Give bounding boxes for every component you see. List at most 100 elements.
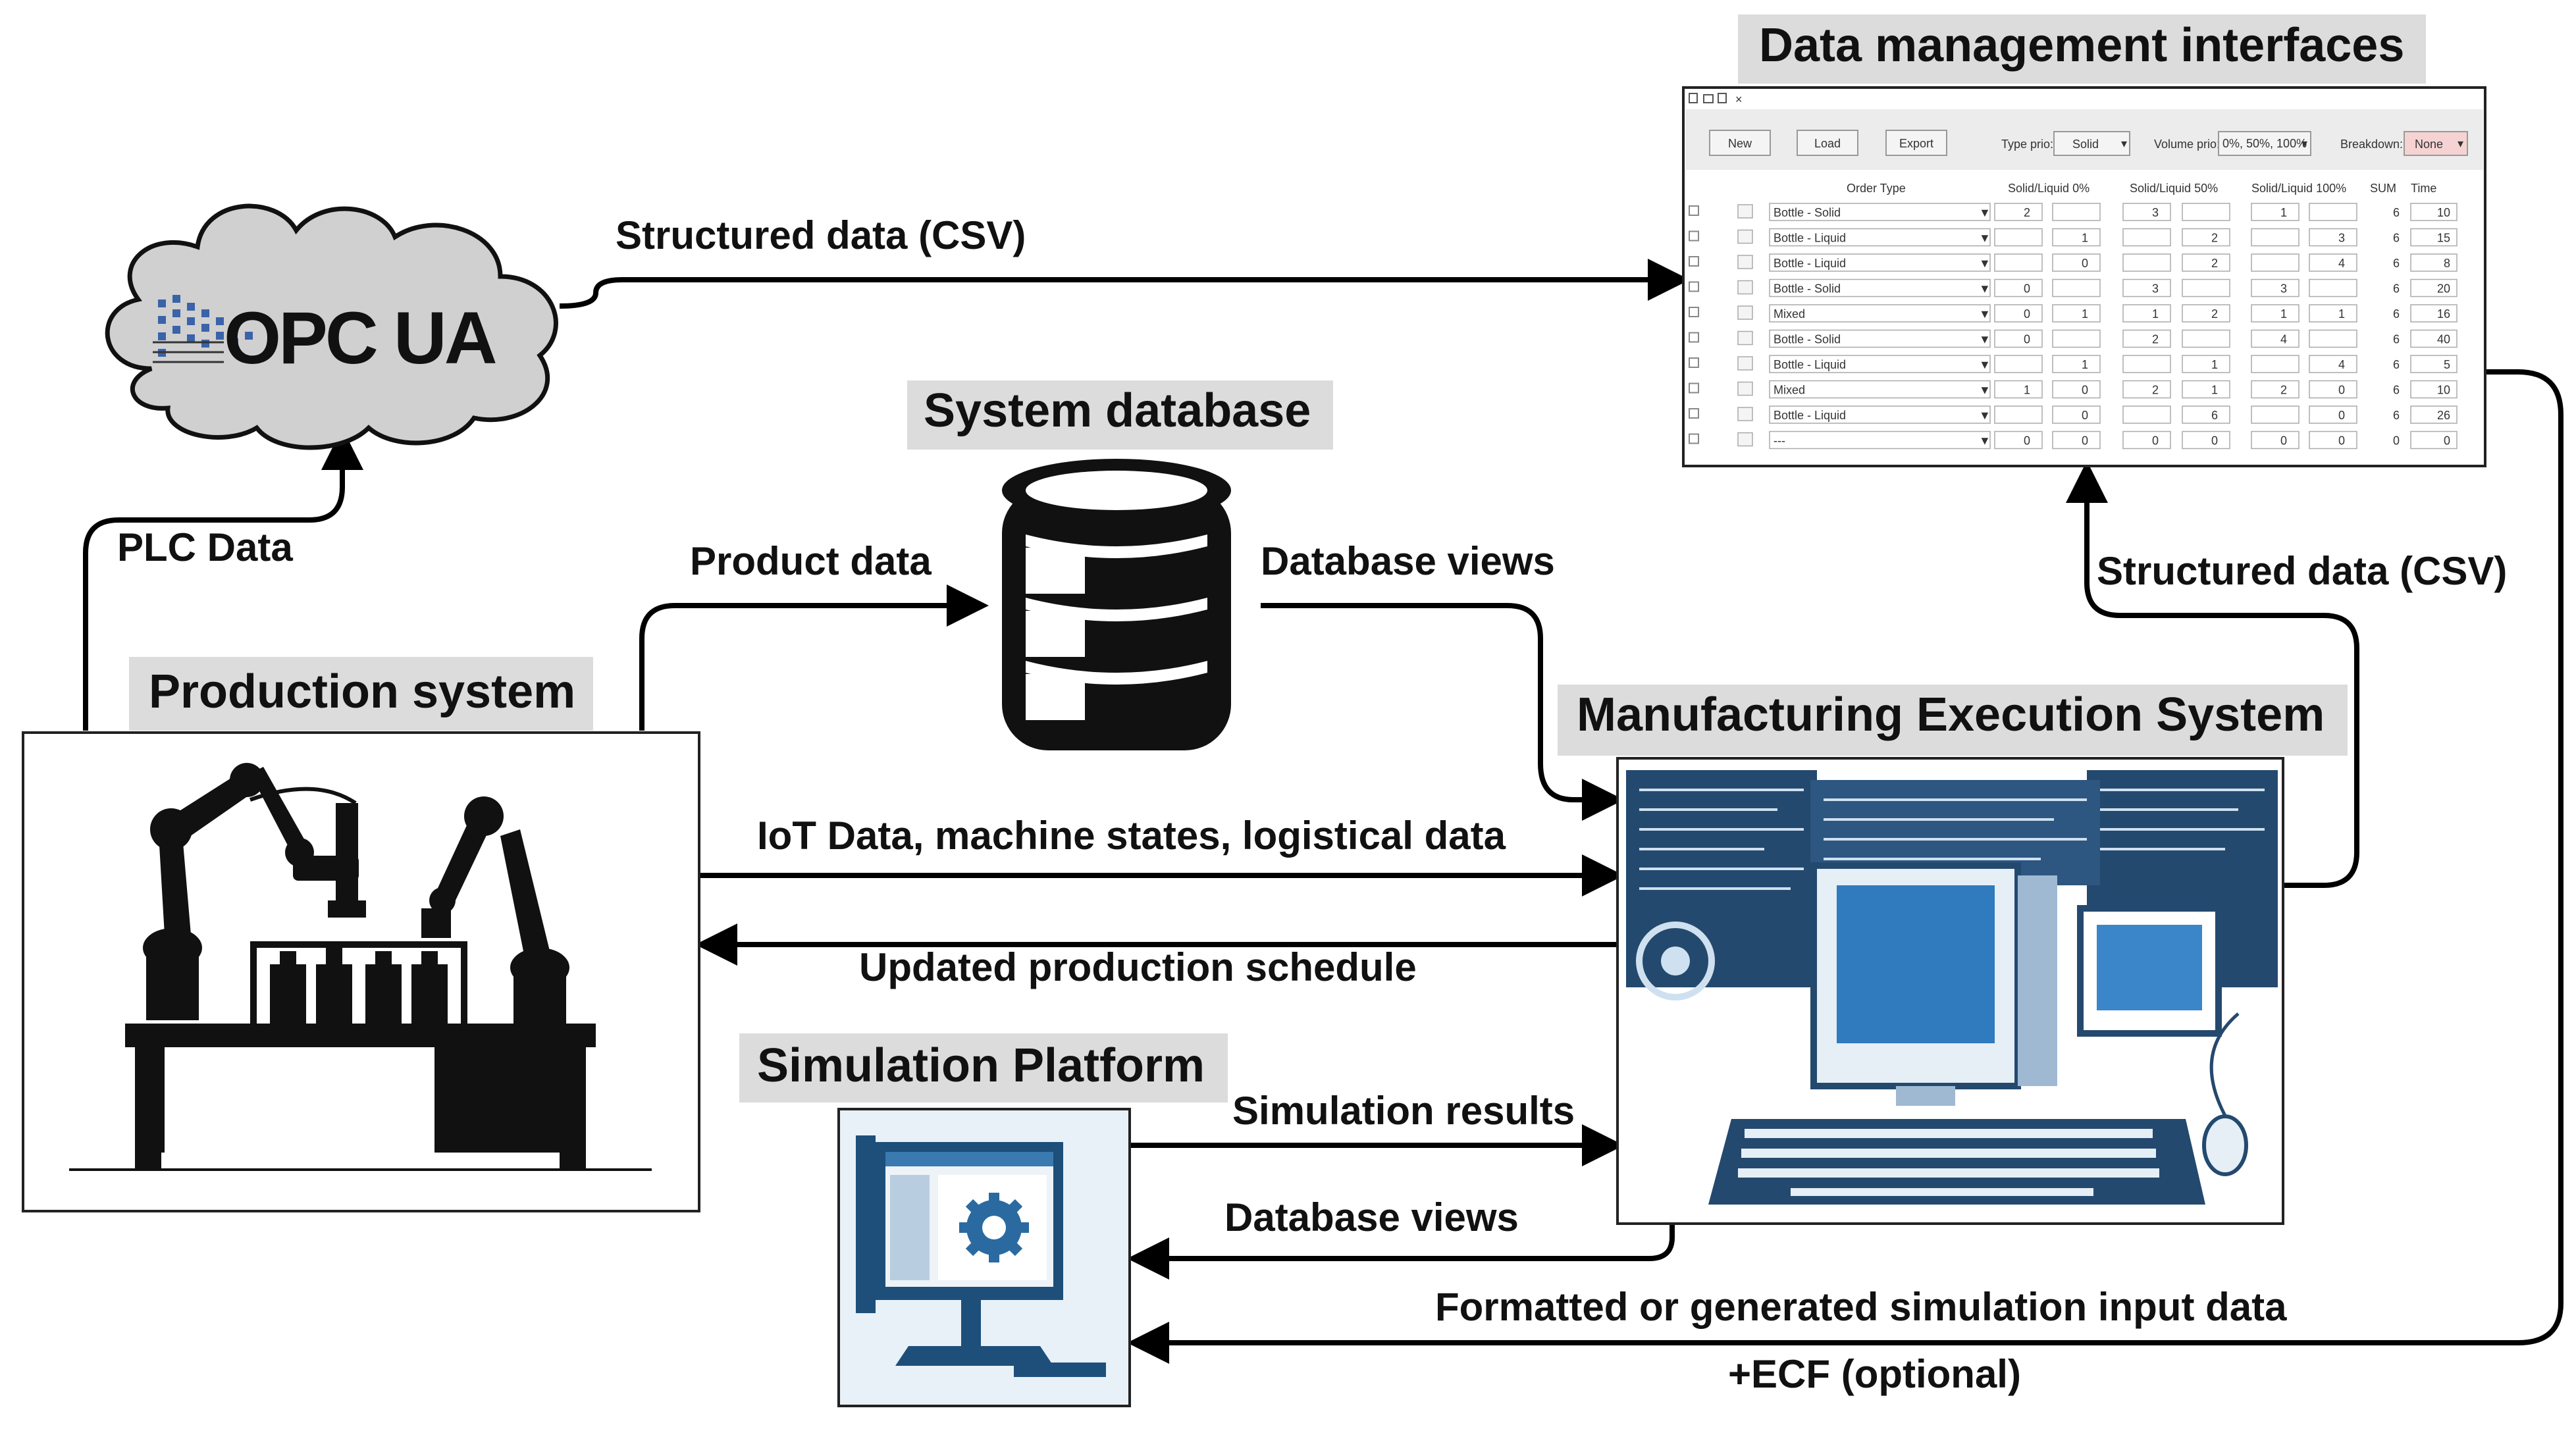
quantity-stepper[interactable] <box>2309 253 2357 272</box>
row-checkbox[interactable] <box>1689 230 1699 242</box>
time-field[interactable] <box>2410 329 2458 348</box>
time-field[interactable] <box>2410 430 2458 450</box>
time-field[interactable] <box>2410 278 2458 298</box>
time-field[interactable] <box>2410 355 2458 373</box>
quantity-stepper[interactable] <box>2052 228 2101 247</box>
quantity-stepper[interactable] <box>2052 405 2101 424</box>
row-checkbox[interactable] <box>1689 307 1699 317</box>
quantity-stepper[interactable] <box>2309 430 2357 450</box>
order-type-select[interactable] <box>1769 430 1991 450</box>
quantity-stepper[interactable] <box>2182 355 2230 373</box>
quantity-stepper[interactable] <box>2251 203 2300 221</box>
quantity-stepper[interactable] <box>2182 228 2230 247</box>
time-field[interactable] <box>2410 228 2458 247</box>
quantity-stepper[interactable] <box>2182 430 2230 450</box>
quantity-stepper[interactable] <box>1994 355 2043 373</box>
order-type-select[interactable] <box>1769 304 1991 323</box>
dm-breakdown-select[interactable] <box>2404 131 2468 156</box>
order-type-select[interactable] <box>1769 278 1991 298</box>
quantity-stepper[interactable] <box>2251 278 2300 298</box>
row-spinner[interactable] <box>1737 280 1753 295</box>
time-field[interactable] <box>2410 253 2458 272</box>
quantity-stepper[interactable] <box>2122 304 2171 323</box>
quantity-stepper[interactable] <box>2182 304 2230 323</box>
quantity-stepper[interactable] <box>2309 278 2357 298</box>
quantity-stepper[interactable] <box>2251 329 2300 348</box>
row-checkbox[interactable] <box>1689 357 1699 368</box>
quantity-stepper[interactable] <box>2052 329 2101 348</box>
order-type-select[interactable] <box>1769 405 1991 424</box>
quantity-stepper[interactable] <box>2182 380 2230 399</box>
quantity-stepper[interactable] <box>2182 253 2230 272</box>
quantity-stepper[interactable] <box>2052 355 2101 373</box>
quantity-stepper[interactable] <box>2309 405 2357 424</box>
quantity-stepper[interactable] <box>2122 430 2171 450</box>
row-spinner[interactable] <box>1737 356 1753 371</box>
row-spinner[interactable] <box>1737 305 1753 320</box>
quantity-stepper[interactable] <box>1994 380 2043 399</box>
quantity-stepper[interactable] <box>2052 253 2101 272</box>
quantity-stepper[interactable] <box>2122 203 2171 221</box>
row-spinner[interactable] <box>1737 381 1753 396</box>
quantity-stepper[interactable] <box>2052 430 2101 450</box>
row-checkbox[interactable] <box>1689 408 1699 419</box>
quantity-stepper[interactable] <box>2251 405 2300 424</box>
time-field[interactable] <box>2410 405 2458 424</box>
quantity-stepper[interactable] <box>2122 253 2171 272</box>
quantity-stepper[interactable] <box>2052 203 2101 221</box>
row-checkbox[interactable] <box>1689 332 1699 343</box>
dm-load-button[interactable] <box>1797 130 1858 156</box>
quantity-stepper[interactable] <box>2182 405 2230 424</box>
quantity-stepper[interactable] <box>2122 405 2171 424</box>
quantity-stepper[interactable] <box>2122 380 2171 399</box>
order-type-select[interactable] <box>1769 329 1991 348</box>
quantity-stepper[interactable] <box>2309 329 2357 348</box>
time-field[interactable] <box>2410 380 2458 399</box>
order-type-select[interactable] <box>1769 228 1991 247</box>
row-checkbox[interactable] <box>1689 205 1699 216</box>
row-spinner[interactable] <box>1737 229 1753 244</box>
quantity-stepper[interactable] <box>2122 228 2171 247</box>
quantity-stepper[interactable] <box>2309 228 2357 247</box>
quantity-stepper[interactable] <box>2309 355 2357 373</box>
quantity-stepper[interactable] <box>2122 355 2171 373</box>
time-field[interactable] <box>2410 203 2458 221</box>
row-checkbox[interactable] <box>1689 256 1699 267</box>
quantity-stepper[interactable] <box>1994 329 2043 348</box>
quantity-stepper[interactable] <box>2052 380 2101 399</box>
quantity-stepper[interactable] <box>2251 253 2300 272</box>
order-type-select[interactable] <box>1769 253 1991 272</box>
quantity-stepper[interactable] <box>2251 355 2300 373</box>
dm-new-button[interactable] <box>1709 130 1771 156</box>
quantity-stepper[interactable] <box>2052 278 2101 298</box>
quantity-stepper[interactable] <box>2309 203 2357 221</box>
order-type-select[interactable] <box>1769 203 1991 221</box>
row-spinner[interactable] <box>1737 432 1753 447</box>
row-checkbox[interactable] <box>1689 382 1699 394</box>
time-field[interactable] <box>2410 304 2458 323</box>
order-type-select[interactable] <box>1769 380 1991 399</box>
quantity-stepper[interactable] <box>2052 304 2101 323</box>
quantity-stepper[interactable] <box>1994 253 2043 272</box>
quantity-stepper[interactable] <box>1994 405 2043 424</box>
row-checkbox[interactable] <box>1689 281 1699 292</box>
quantity-stepper[interactable] <box>2251 380 2300 399</box>
row-checkbox[interactable] <box>1689 433 1699 444</box>
quantity-stepper[interactable] <box>1994 228 2043 247</box>
quantity-stepper[interactable] <box>2182 203 2230 221</box>
row-spinner[interactable] <box>1737 255 1753 269</box>
row-spinner[interactable] <box>1737 204 1753 219</box>
quantity-stepper[interactable] <box>1994 203 2043 221</box>
quantity-stepper[interactable] <box>2251 430 2300 450</box>
quantity-stepper[interactable] <box>1994 304 2043 323</box>
order-type-select[interactable] <box>1769 355 1991 373</box>
quantity-stepper[interactable] <box>1994 430 2043 450</box>
quantity-stepper[interactable] <box>2182 278 2230 298</box>
quantity-stepper[interactable] <box>2309 380 2357 399</box>
dm-volume-prio-select[interactable] <box>2218 131 2311 156</box>
dm-export-button[interactable] <box>1885 130 1947 156</box>
row-spinner[interactable] <box>1737 407 1753 421</box>
quantity-stepper[interactable] <box>2251 228 2300 247</box>
quantity-stepper[interactable] <box>2251 304 2300 323</box>
row-spinner[interactable] <box>1737 330 1753 346</box>
